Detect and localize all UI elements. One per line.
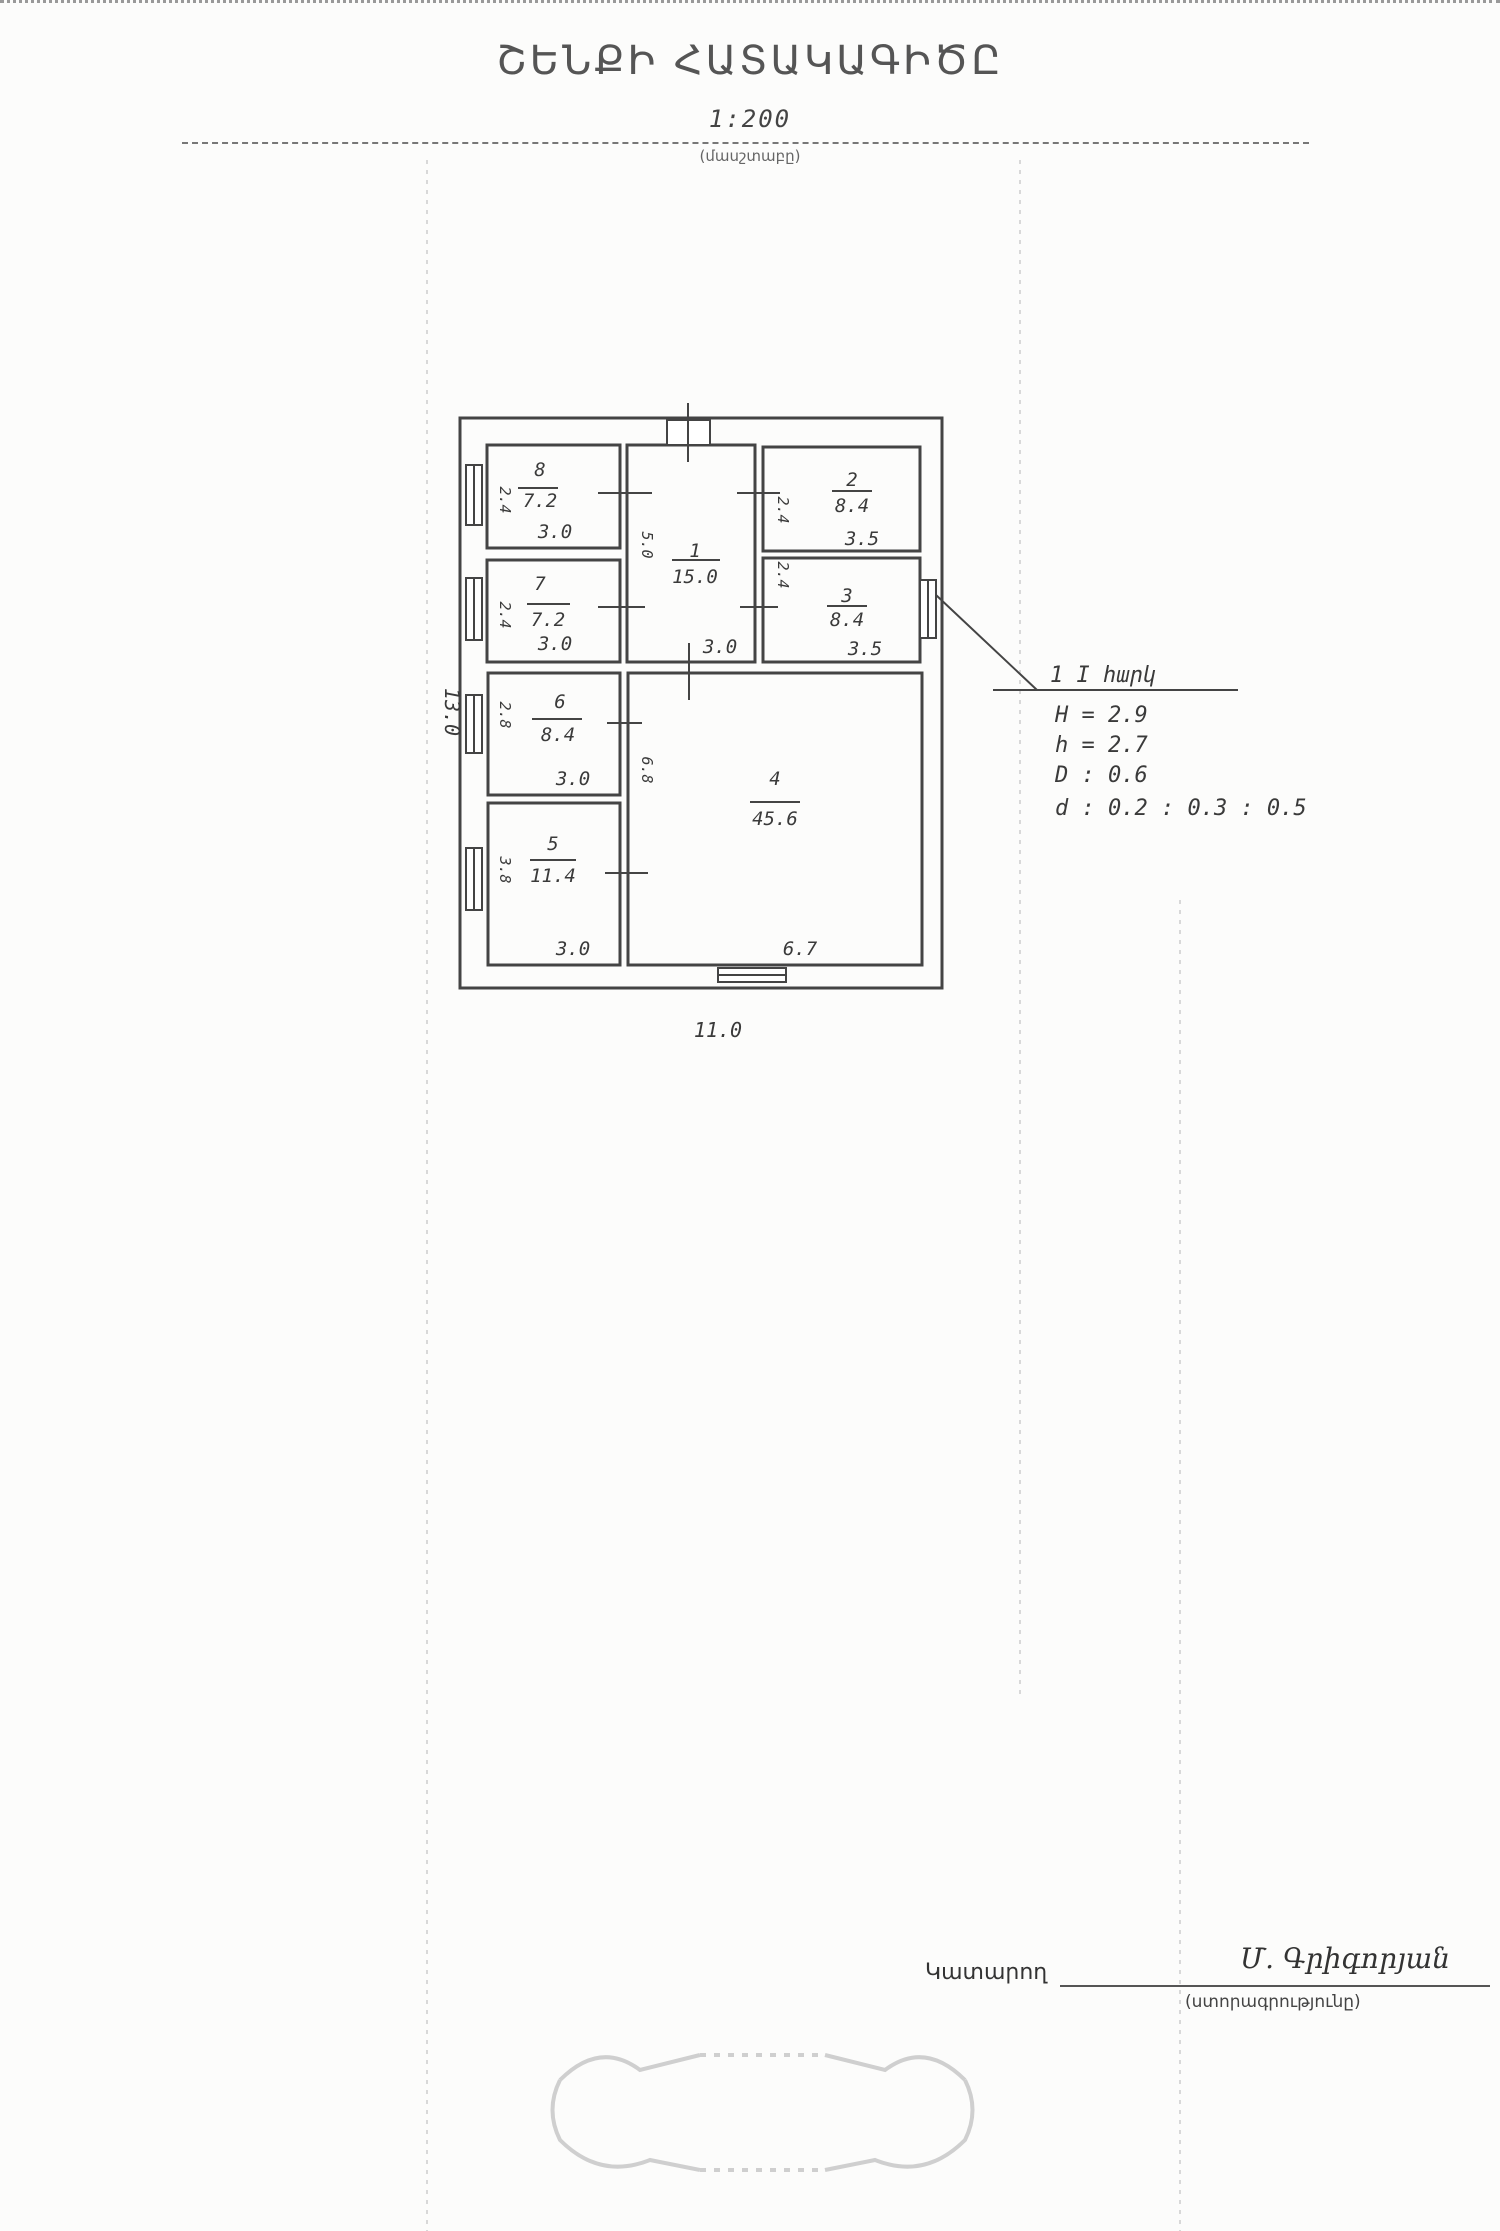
room-area: 8.4 bbox=[835, 495, 869, 517]
height-H: H = 2.9 bbox=[1054, 703, 1148, 728]
scale-value: 1:200 bbox=[708, 105, 792, 133]
wall-d: d : 0.2 : 0.3 : 0.5 bbox=[1055, 796, 1307, 821]
outer-wall bbox=[458, 416, 944, 990]
room-number: 8 bbox=[534, 459, 545, 481]
room-width: 3.0 bbox=[702, 636, 737, 658]
room-area: 45.6 bbox=[752, 808, 798, 830]
room-width: 3.5 bbox=[847, 638, 882, 660]
room-area: 8.4 bbox=[830, 609, 864, 631]
room-area: 7.2 bbox=[531, 609, 565, 631]
room-width: 3.0 bbox=[555, 938, 590, 960]
floor-label: 1 I հարկ bbox=[1050, 663, 1156, 688]
room-number: 2 bbox=[846, 469, 857, 491]
room-length: 2.4 bbox=[496, 601, 514, 628]
room-area: 11.4 bbox=[530, 865, 576, 887]
room-2-outline bbox=[761, 445, 922, 553]
signature-caption: (ստորագրությունը) bbox=[1185, 1992, 1361, 2012]
room-4-outline bbox=[626, 671, 924, 967]
room-length: 2.8 bbox=[496, 701, 514, 728]
room-length: 6.8 bbox=[638, 756, 656, 783]
room-width: 3.0 bbox=[537, 521, 572, 543]
room-number: 5 bbox=[547, 833, 558, 855]
scale-rule bbox=[182, 142, 1309, 144]
room-labels: 8 7.2 3.0 2.4 1 15.0 3.0 5.0 2 8.4 3.5 2… bbox=[440, 459, 882, 1042]
overall-width-dimension: 11.0 bbox=[694, 1018, 742, 1042]
room-length: 2.4 bbox=[496, 486, 514, 513]
room-length: 2.4 bbox=[774, 496, 792, 523]
signature: Մ. Գրիգորյան bbox=[1240, 1942, 1450, 1975]
doors bbox=[598, 403, 780, 874]
height-h: h = 2.7 bbox=[1055, 733, 1148, 758]
room-number: 6 bbox=[554, 691, 565, 713]
room-length: 3.8 bbox=[496, 855, 514, 883]
room-length: 5.0 bbox=[638, 531, 656, 558]
signature-line bbox=[1060, 1985, 1490, 1987]
windows bbox=[465, 464, 937, 983]
overall-height-dimension: 13.0 bbox=[440, 688, 464, 736]
room-number: 3 bbox=[840, 585, 852, 607]
room-5-outline bbox=[486, 801, 622, 967]
room-area: 15.0 bbox=[672, 566, 718, 588]
room-number: 4 bbox=[769, 768, 780, 790]
room-length: 2.4 bbox=[774, 561, 792, 588]
wall-D: D : 0.6 bbox=[1054, 763, 1148, 788]
room-6-outline bbox=[486, 671, 622, 797]
callout: 1 I հարկ H = 2.9 h = 2.7 D : 0.6 d : 0.2… bbox=[935, 594, 1307, 821]
room-width: 3.0 bbox=[555, 768, 590, 790]
decorative-ornament bbox=[550, 2053, 975, 2172]
page-title: ՇԵՆՔԻ ՀԱՏԱԿԱԳԻԾԸ bbox=[496, 38, 1004, 84]
room-width: 3.5 bbox=[844, 528, 879, 550]
room-width: 6.7 bbox=[783, 938, 818, 960]
scale-caption: (մասշտաբը) bbox=[699, 147, 801, 165]
room-area: 7.2 bbox=[523, 490, 557, 512]
room-width: 3.0 bbox=[537, 633, 572, 655]
room-8-outline bbox=[485, 443, 622, 550]
room-number: 7 bbox=[534, 573, 546, 595]
scan-artifact-lines bbox=[426, 160, 1181, 2231]
room-number: 1 bbox=[689, 540, 700, 562]
room-area: 8.4 bbox=[541, 724, 575, 746]
room-7-outline bbox=[485, 558, 622, 664]
perforation-edge bbox=[0, 0, 1500, 9]
executor-label: Կատարող bbox=[925, 1960, 1048, 1985]
